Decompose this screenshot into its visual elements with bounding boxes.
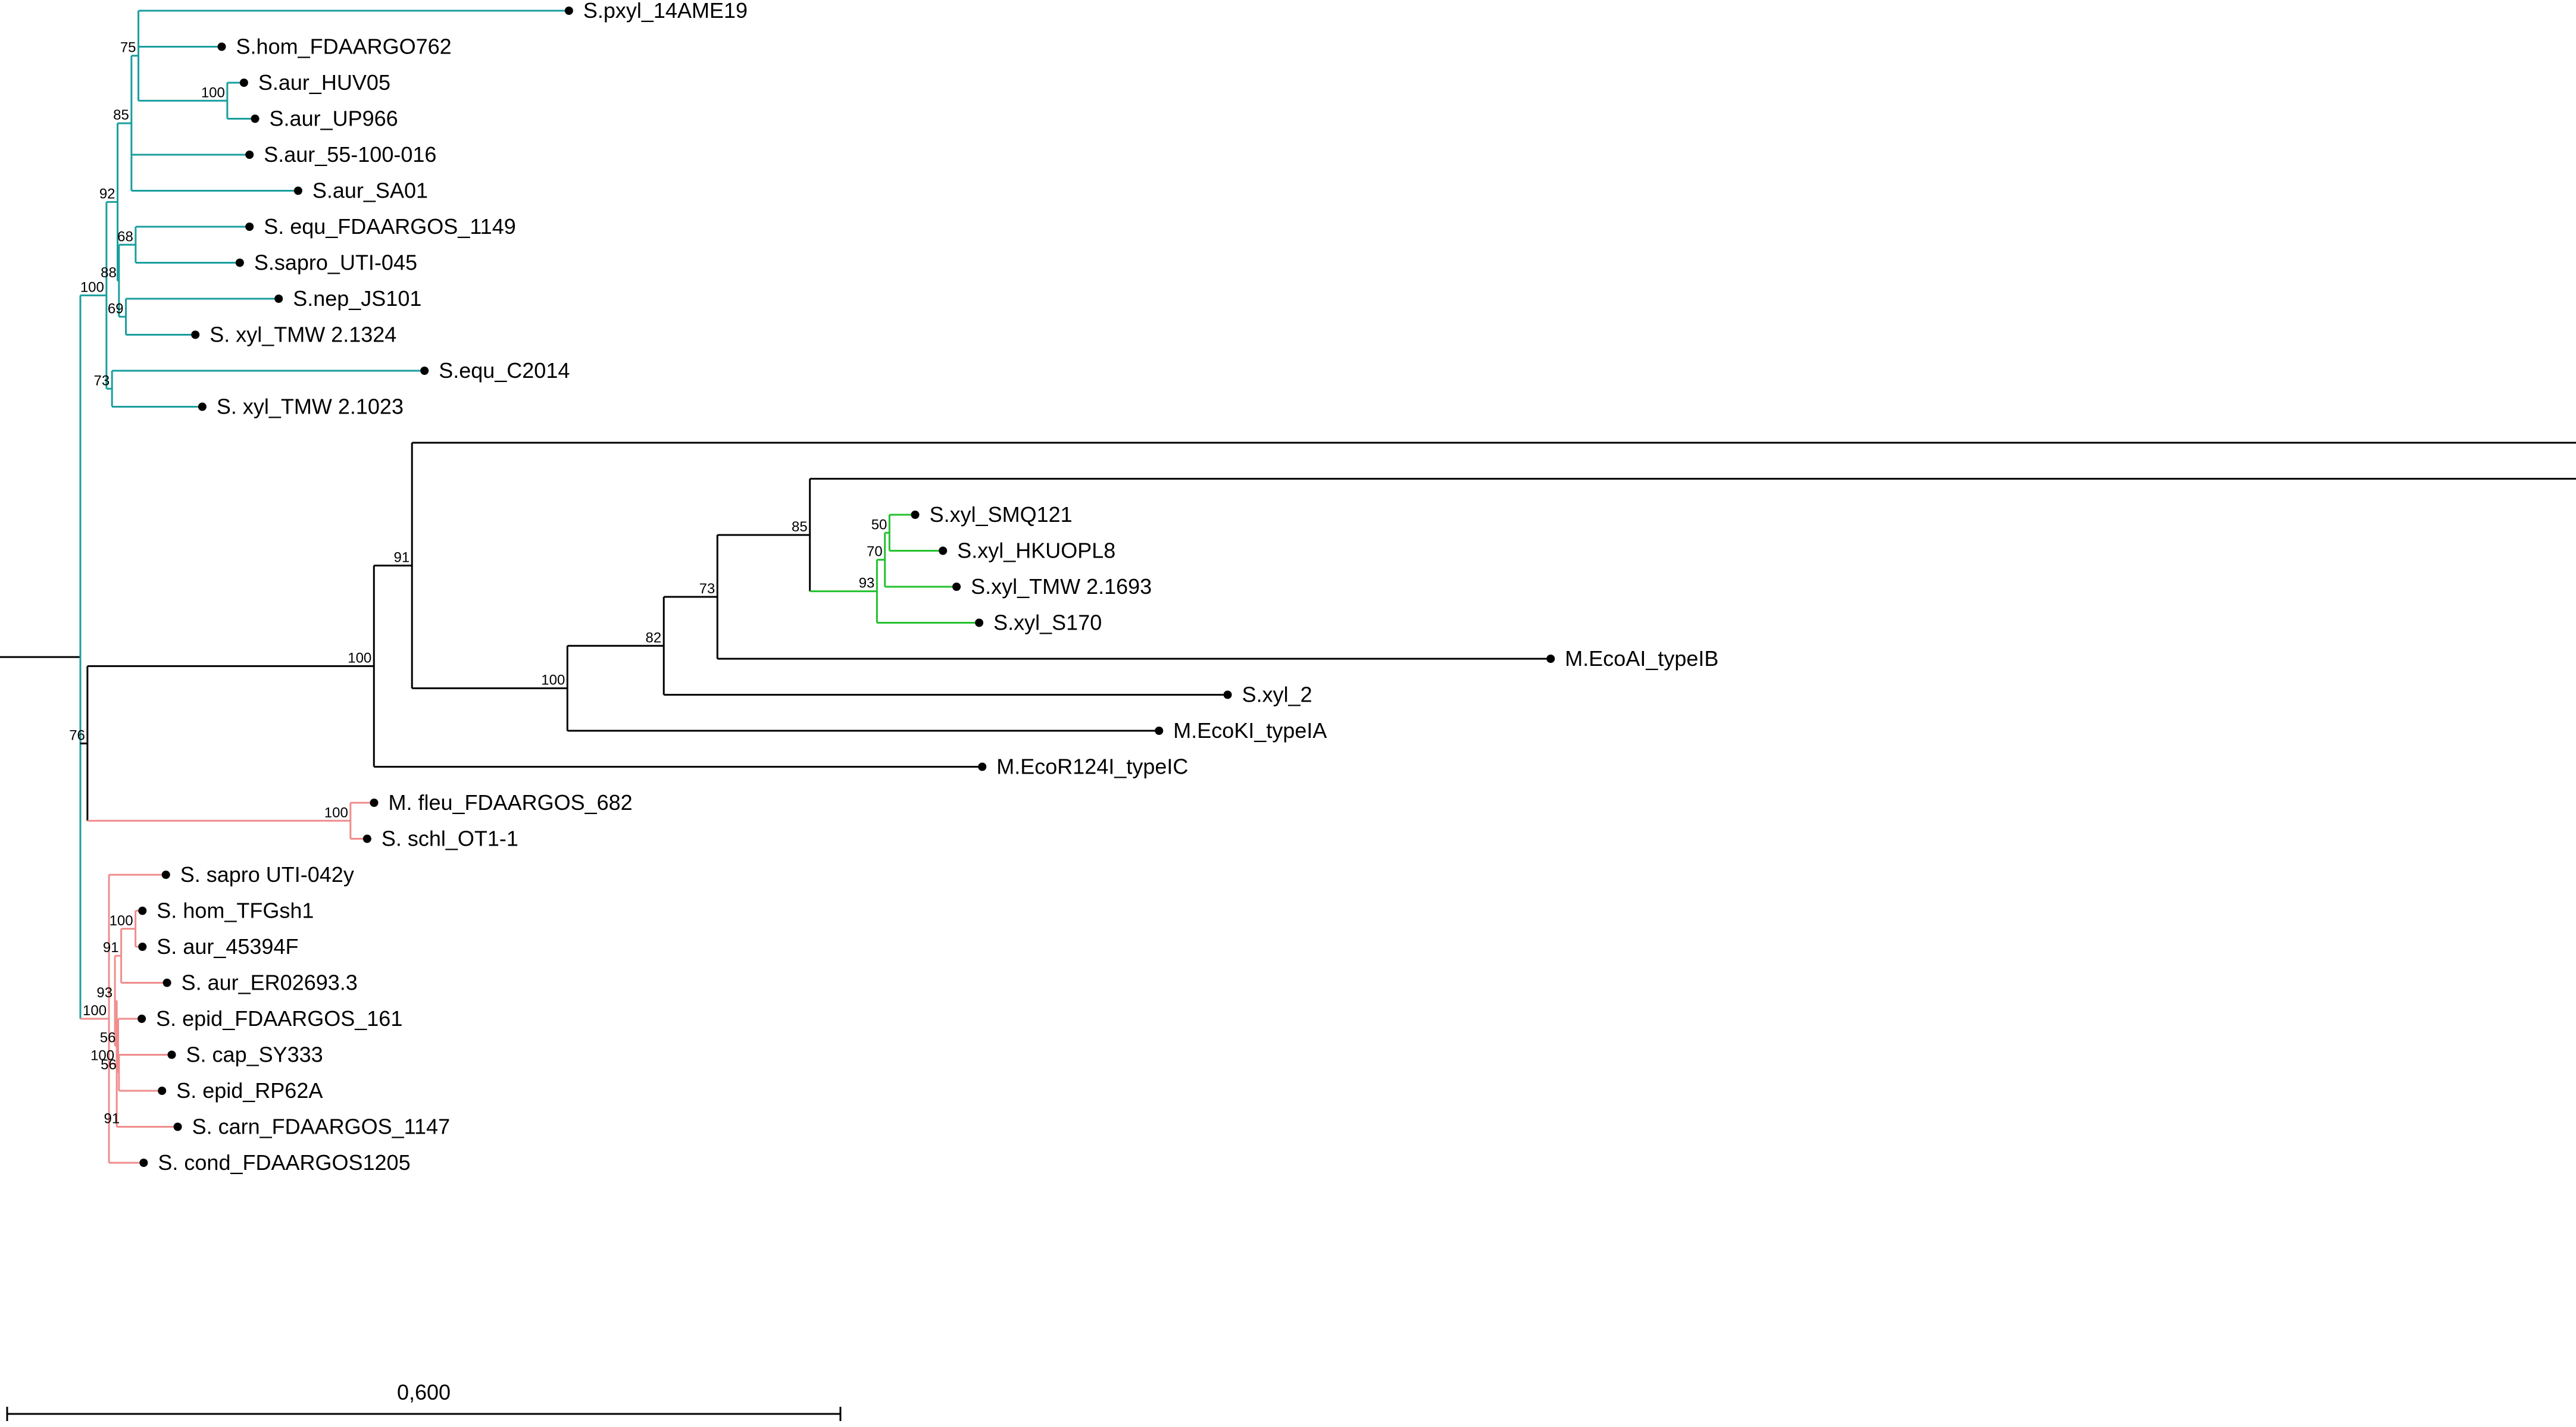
tip-label-s-aur-sa01: S.aur_SA01 bbox=[312, 179, 428, 203]
tip-node-s-xyl-tmw-2-1324 bbox=[191, 330, 200, 339]
support-value-n91c: 91 bbox=[104, 1111, 120, 1127]
tip-node-s-xyl-2 bbox=[1223, 690, 1232, 699]
tip-node-s-equ-c2014 bbox=[420, 367, 429, 375]
support-value-n73a: 73 bbox=[93, 373, 110, 389]
tip-node-s-pxyl-14ame19 bbox=[564, 7, 573, 15]
tip-label-s-hom-tfgsh1: S. hom_TFGsh1 bbox=[157, 899, 314, 923]
tip-node-s-aur-huv05 bbox=[239, 79, 248, 87]
tip-label-s-schl-ot1-1: S. schl_OT1-1 bbox=[382, 827, 518, 851]
tip-node-m-ecoai-typeib bbox=[1546, 655, 1555, 663]
tip-node-s-aur-up966 bbox=[251, 114, 260, 123]
tip-node-s-sapro-uti-042y bbox=[161, 871, 170, 879]
tip-label-s-xyl-tmw-2-1023: S. xyl_TMW 2.1023 bbox=[217, 395, 404, 419]
tip-label-s-xyl-2: S.xyl_2 bbox=[1242, 683, 1312, 707]
support-value-n70: 70 bbox=[867, 544, 883, 560]
tip-label-s-equ-fdaargos-1149: S. equ_FDAARGOS_1149 bbox=[264, 214, 516, 239]
tip-label-s-xyl-tmw-2-1324: S. xyl_TMW 2.1324 bbox=[210, 323, 396, 347]
tip-label-s-xyl-hkuopl8: S.xyl_HKUOPL8 bbox=[957, 539, 1115, 563]
tip-node-s-xyl-hkuopl8 bbox=[939, 546, 948, 555]
tip-node-s-xyl-smq121 bbox=[911, 511, 920, 519]
tip-node-s-epid-fdaargos-161 bbox=[137, 1015, 146, 1023]
tip-node-m-ecor124i-typeic bbox=[978, 762, 987, 771]
support-value-n100a: 100 bbox=[201, 85, 225, 101]
support-value-n56b: 56 bbox=[101, 1057, 117, 1073]
tip-label-s-sapro-uti-045: S.sapro_UTI-045 bbox=[254, 251, 417, 275]
tip-node-s-schl-ot1-1 bbox=[362, 834, 371, 843]
tip-node-s-hom-tfgsh1 bbox=[138, 906, 147, 915]
tip-label-s-aur-up966: S.aur_UP966 bbox=[270, 107, 398, 131]
tip-label-s-aur-er02693-3: S. aur_ER02693.3 bbox=[182, 971, 358, 995]
tip-label-s-nep-js101: S.nep_JS101 bbox=[293, 286, 421, 311]
tip-label-s-aur-huv05: S.aur_HUV05 bbox=[258, 70, 390, 95]
support-value-n92: 92 bbox=[99, 186, 115, 202]
support-value-n69: 69 bbox=[108, 301, 124, 317]
support-value-n91b: 91 bbox=[103, 940, 119, 956]
support-value-n75: 75 bbox=[120, 40, 136, 56]
support-value-n85b: 85 bbox=[792, 519, 808, 535]
tip-label-s-hom-fdaargo762: S.hom_FDAARGO762 bbox=[236, 35, 452, 59]
tree-branches bbox=[0, 10, 2576, 1164]
support-value-n100g: 100 bbox=[110, 913, 133, 929]
support-value-n93b: 93 bbox=[96, 985, 112, 1001]
tip-node-s-aur-55-100-016 bbox=[245, 151, 254, 159]
tip-node-s-carn-fdaargos-1147 bbox=[173, 1122, 182, 1131]
scale-bar: 0,600 bbox=[6, 1380, 842, 1421]
support-value-n93a: 93 bbox=[859, 575, 875, 592]
tip-label-s-sapro-uti-042y: S. sapro UTI-042y bbox=[180, 862, 354, 887]
support-value-n100c: 100 bbox=[541, 672, 565, 689]
tip-label-m-ecor124i-typeic: M.EcoR124I_typeIC bbox=[996, 755, 1188, 779]
tip-label-m-fleu-fdaargos-682: M. fleu_FDAARGOS_682 bbox=[389, 790, 633, 815]
support-value-n73b: 73 bbox=[699, 581, 715, 597]
tip-node-s-xyl-tmw-2-1023 bbox=[198, 402, 207, 411]
tip-node-s-aur-sa01 bbox=[293, 186, 302, 195]
tip-node-s-aur-45394f bbox=[138, 943, 147, 951]
support-value-n91a: 91 bbox=[393, 549, 409, 565]
tip-node-s-sapro-uti-045 bbox=[235, 258, 244, 267]
tip-label-s-cond-fdaargos1205: S. cond_FDAARGOS1205 bbox=[158, 1150, 410, 1175]
tip-label-s-pxyl-14ame19: S.pxyl_14AME19 bbox=[583, 0, 748, 23]
tip-label-s-xyl-tmw-2-1693: S.xyl_TMW 2.1693 bbox=[971, 574, 1152, 599]
tip-node-m-fleu-fdaargos-682 bbox=[370, 799, 379, 807]
tip-node-s-xyl-s170 bbox=[975, 618, 984, 627]
tip-label-s-aur-55-100-016: S.aur_55-100-016 bbox=[264, 142, 436, 167]
tip-label-s-xyl-smq121: S.xyl_SMQ121 bbox=[930, 502, 1073, 527]
tip-label-s-equ-c2014: S.equ_C2014 bbox=[439, 358, 570, 383]
support-value-n100e: 100 bbox=[83, 1003, 107, 1019]
tip-node-m-ecoki-typeia bbox=[1155, 727, 1164, 735]
support-value-n100f: 100 bbox=[90, 1048, 114, 1064]
tip-node-s-xyl-tmw-2-1693 bbox=[952, 583, 961, 591]
support-value-n50: 50 bbox=[871, 517, 887, 533]
support-value-n88: 88 bbox=[101, 265, 117, 281]
tip-label-m-ecoai-typeib: M.EcoAI_typeIB bbox=[1565, 646, 1718, 671]
tip-node-s-cap-sy333 bbox=[167, 1050, 176, 1059]
tip-label-s-epid-rp62a: S. epid_RP62A bbox=[176, 1078, 323, 1103]
tip-label-s-carn-fdaargos-1147: S. carn_FDAARGOS_1147 bbox=[192, 1115, 451, 1139]
scale-bar-label: 0,600 bbox=[397, 1380, 451, 1404]
tip-label-s-cap-sy333: S. cap_SY333 bbox=[186, 1043, 323, 1067]
support-value-n_teal: 100 bbox=[80, 279, 104, 295]
tree-tips: S.pxyl_14AME19S.hom_FDAARGO762S.aur_HUV0… bbox=[137, 0, 1718, 1175]
tip-node-s-epid-rp62a bbox=[158, 1087, 167, 1095]
support-value-n82: 82 bbox=[646, 630, 662, 646]
support-value-n85: 85 bbox=[113, 107, 129, 123]
tip-label-s-aur-45394f: S. aur_45394F bbox=[157, 934, 298, 959]
tip-label-m-ecoki-typeia: M.EcoKI_typeIA bbox=[1173, 718, 1327, 743]
support-value-n76: 76 bbox=[69, 727, 85, 743]
tip-node-s-cond-fdaargos1205 bbox=[139, 1159, 148, 1167]
support-value-n100b: 100 bbox=[348, 650, 371, 666]
tip-node-s-equ-fdaargos-1149 bbox=[245, 223, 254, 231]
tip-label-s-epid-fdaargos-161: S. epid_FDAARGOS_161 bbox=[156, 1006, 402, 1031]
tip-node-s-hom-fdaargo762 bbox=[217, 42, 226, 51]
support-value-n56a: 56 bbox=[100, 1029, 116, 1046]
support-values: 1009285751008868697376100911008273859370… bbox=[69, 40, 887, 1127]
support-value-n68: 68 bbox=[117, 229, 133, 245]
tip-node-s-nep-js101 bbox=[274, 295, 283, 303]
support-value-n100d: 100 bbox=[324, 805, 348, 821]
tip-label-s-xyl-s170: S.xyl_S170 bbox=[993, 611, 1102, 635]
tip-node-s-aur-er02693-3 bbox=[162, 978, 171, 987]
